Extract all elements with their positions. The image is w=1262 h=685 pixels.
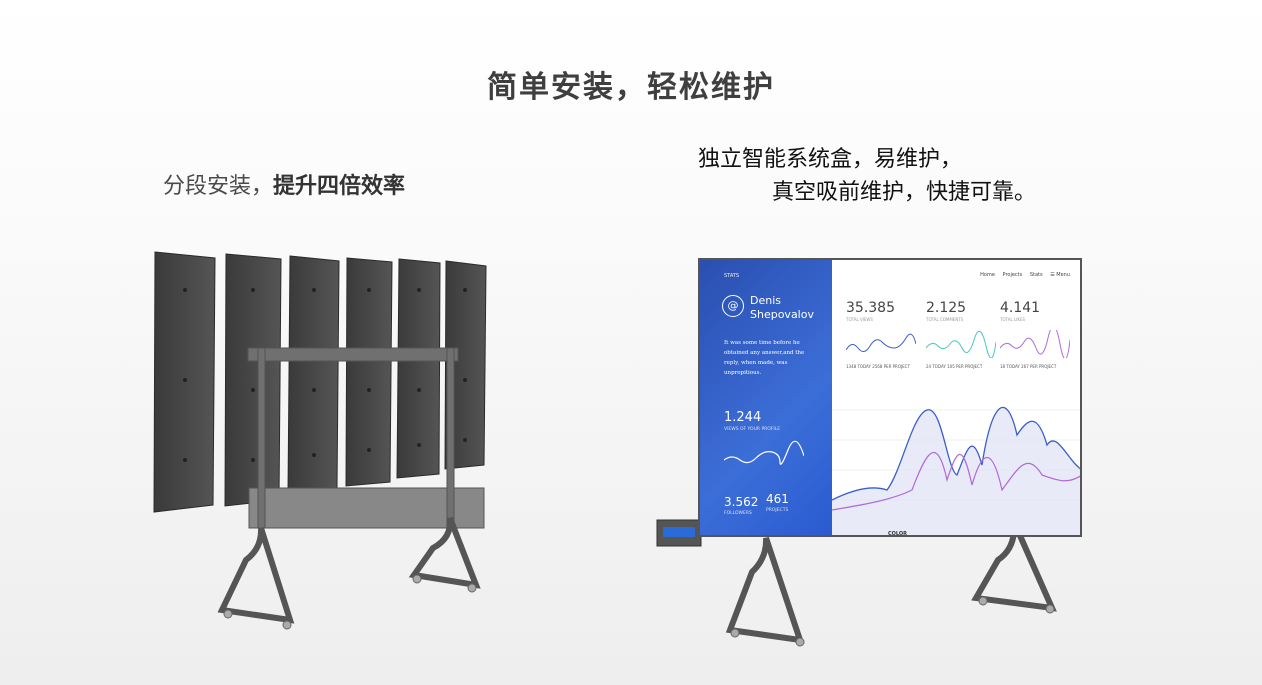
lower-crossbar	[248, 487, 485, 529]
panel-module-1	[153, 251, 216, 513]
sub-stat-likes: 18 TODAY 267 PER PROJECT	[1000, 364, 1057, 369]
panel-module-5	[396, 258, 441, 479]
sub-stat-comments: 24 TODAY 105 PER PROJECT	[926, 364, 983, 369]
sparkline-likes	[1000, 330, 1070, 358]
stat-likes: 4.141 TOTAL LIKES	[1000, 300, 1040, 322]
display-legs	[725, 520, 1057, 644]
left-caption-bold: 提升四倍效率	[273, 174, 406, 199]
projects-label: PROJECTS	[766, 508, 789, 513]
user-last-name: Shepovalov	[750, 308, 814, 321]
stat-comments-value: 2.125	[926, 300, 967, 316]
profile-quote: It was some time before he obtained any …	[724, 340, 805, 376]
right-caption-line2: 真空吸前维护，快捷可靠。	[772, 180, 1037, 205]
panel-module-4	[345, 257, 393, 487]
brand-logo: COLOR	[888, 531, 908, 537]
caster-wheels	[223, 574, 477, 630]
display-wheels	[730, 596, 1055, 647]
stand-feet	[217, 516, 481, 624]
at-icon: @	[722, 295, 744, 317]
profile-views-value: 1.244	[724, 410, 762, 425]
followers-label: FOLLOWERS	[724, 511, 752, 516]
stat-likes-value: 4.141	[1000, 300, 1041, 316]
nav-home[interactable]: Home	[980, 272, 995, 278]
stat-views-value: 35.385	[846, 300, 895, 316]
stat-likes-label: TOTAL LIKES	[1000, 317, 1026, 322]
page-title: 简单安装，轻松维护	[487, 70, 775, 105]
projects-value: 461	[766, 492, 789, 506]
area-chart	[832, 406, 1080, 535]
sparkline-comments	[926, 330, 996, 358]
left-caption: 分段安装，提升四倍效率	[163, 168, 405, 200]
followers-value: 3.562	[724, 495, 759, 509]
stat-views: 35.385 TOTAL VIEWS	[846, 300, 895, 322]
left-caption-normal: 分段安装，	[163, 174, 274, 199]
right-caption: 独立智能系统盒，易维护， 真空吸前维护，快捷可靠。	[698, 143, 1036, 209]
stat-comments-label: TOTAL COMMENTS	[926, 317, 964, 322]
user-first-name: Denis	[750, 294, 781, 307]
profile-views-label: VIEWS OF YOUR PROFILE	[724, 427, 781, 432]
dashboard-nav: Home Projects Stats ☰ Menu	[974, 272, 1070, 278]
stat-comments: 2.125 TOTAL COMMENTS	[926, 300, 966, 322]
nav-projects[interactable]: Projects	[1002, 272, 1023, 278]
panel-module-6	[444, 260, 487, 470]
sub-stat-views: 1348 TODAY 2568 PER PROJECT	[846, 364, 910, 369]
upper-crossbar	[247, 347, 459, 362]
profile-sparkline	[724, 440, 804, 465]
right-caption-line1: 独立智能系统盒，易维护，	[698, 147, 963, 172]
nav-menu[interactable]: ☰ Menu	[1050, 272, 1070, 278]
nav-stats[interactable]: Stats	[1029, 272, 1043, 278]
sparkline-views	[846, 333, 916, 352]
stat-views-label: TOTAL VIEWS	[846, 317, 873, 322]
display-screen: STATS @ Denis Shepovalov It was some tim…	[698, 258, 1082, 537]
system-box	[656, 519, 702, 547]
stand-frame	[247, 347, 485, 529]
panel-dots	[183, 288, 467, 462]
user-name: Denis Shepovalov	[750, 294, 814, 322]
profile-panel: STATS @ Denis Shepovalov It was some tim…	[700, 260, 832, 535]
panel-modules	[153, 251, 487, 513]
stats-label: STATS	[724, 273, 740, 279]
